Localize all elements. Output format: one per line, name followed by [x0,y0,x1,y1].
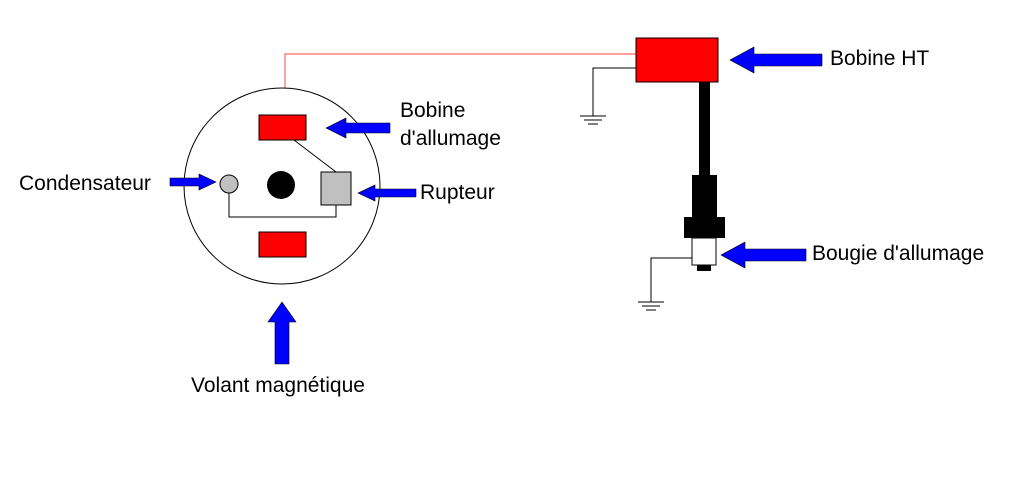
contact-breaker [320,171,352,206]
capacitor-to-breaker-wire [228,190,337,218]
arrow-bobine-allumage-icon [325,117,391,139]
spark-plug-ground-wire [650,257,692,302]
arrow-condensateur-icon [169,173,217,191]
spark-plug [684,175,725,271]
label-bobine-allumage-line2: d'allumage [400,127,501,150]
ht-cable [699,82,710,176]
ht-feed-wire [284,53,637,95]
label-bobine-allumage-line1: Bobine [400,99,466,122]
label-bougie: Bougie d'allumage [812,242,985,265]
ignition-coil-upper [258,114,307,141]
ignition-coil-lower [258,231,307,258]
label-rupteur: Rupteur [420,181,495,204]
label-condensateur: Condensateur [19,172,151,195]
label-bobine-ht: Bobine HT [830,47,930,70]
coil-to-breaker-wire [293,139,337,173]
ht-coil-ground-wire [592,67,636,116]
flywheel-axle [267,171,295,199]
capacitor [219,174,239,194]
arrow-bougie-icon [720,241,807,269]
arrow-rupteur-icon [357,184,417,202]
ground-symbol-ht [580,115,606,125]
arrow-bobine-ht-icon [729,46,823,74]
ht-coil [635,37,719,83]
label-volant: Volant magnétique [191,374,365,397]
ground-symbol-plug [638,301,664,311]
arrow-volant-icon [267,301,297,365]
